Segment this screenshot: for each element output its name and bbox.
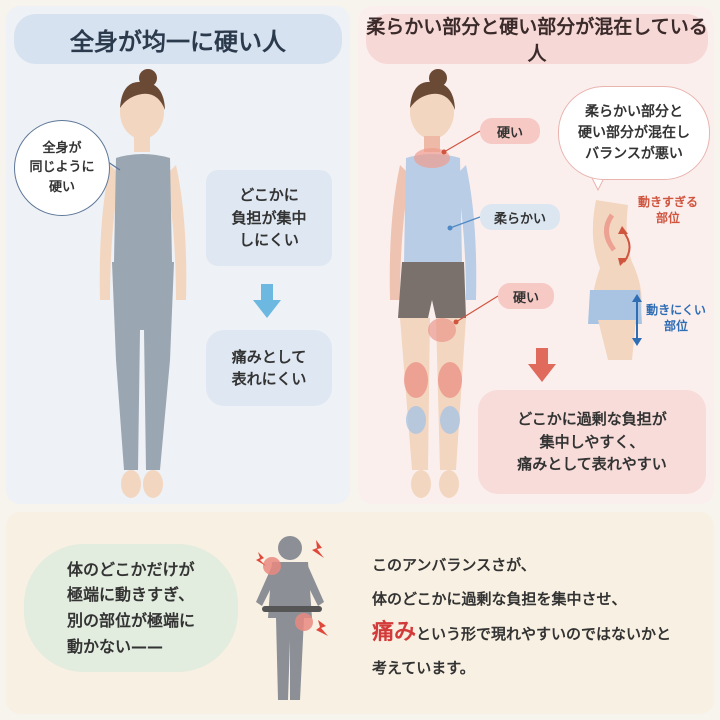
bubble-line: 動かない—— [66,636,163,656]
box-line: 痛みとして表れやすい [517,455,667,474]
undermoving-part-label: 動きにくい 部位 [640,302,712,334]
uniform-stiff-speech-bubble: 全身が 同じように 硬い [14,120,110,216]
extreme-movement-speech-bubble: 体のどこかだけが 極端に動きすぎ、 別の部位が極端に 動かない—— [24,544,238,672]
label-line: 部位 [663,319,688,334]
bubble-line: 別の部位が極端に [66,611,195,630]
pain-unlikely-box: 痛みとして 表れにくい [206,330,332,406]
pain-spark-icon [256,540,328,636]
hard-tag-lower: 硬い [498,283,554,309]
explain-line-rest: という形で現れやすいのではないかと [416,625,672,643]
label-line: 部位 [655,211,680,226]
red-down-arrow [528,348,556,382]
uniform-stiff-title: 全身が均一に硬い人 [14,14,342,64]
bubble-line: 体のどこかだけが [66,559,195,579]
right-woman [389,69,477,498]
mixed-stiffness-title: 柔らかい部分と硬い部分が混在している人 [366,14,708,65]
bubble-line: バランスが悪い [585,145,683,162]
overmoving-part-label: 動きすぎる 部位 [628,194,708,226]
silhouette [256,536,324,700]
summary-explanation: このアンバランスさが、 体のどこかに過剰な負担を集中させ、 痛みという形で現れや… [372,548,710,685]
box-line: 集中しやすく、 [539,432,645,451]
load-not-concentrated-box: どこかに 負担が集中 しにくい [206,170,332,266]
soft-tag: 柔らかい [480,204,560,230]
bubble-line: 全身が [42,140,82,156]
label-line: 動きすぎる [637,195,698,209]
bubble-line: 柔らかい部分と [585,103,683,120]
explain-line: 考えています。 [372,659,475,677]
undermove-vertical-arrow [632,294,642,346]
box-line: どこかに過剰な負担が [517,410,667,429]
explain-line: 体のどこかに過剰な負担を集中させ、 [372,590,627,608]
bubble-line: 硬い部分が混在し [578,124,690,141]
box-line: どこかに [239,186,299,205]
explain-line: 痛みという形で現れやすいのではないかと [372,616,710,651]
side-view-figure [588,200,642,360]
pain-emphasis: 痛み [372,620,417,645]
label-line: 動きにくい [646,303,706,317]
bubble-line: 同じように [29,160,95,176]
box-line: 負担が集中 [231,208,307,227]
box-line: 痛みとして [231,347,307,366]
bubble-line: 硬い [48,179,75,195]
box-line: しにくい [239,231,299,250]
left-woman [99,69,187,498]
blue-down-arrow [253,284,281,318]
bubble-line: 極端に動きすぎ、 [66,585,195,605]
overload-pain-box: どこかに過剰な負担が 集中しやすく、 痛みとして表れやすい [478,390,706,494]
imbalance-speech-bubble: 柔らかい部分と 硬い部分が混在し バランスが悪い [558,86,710,180]
hard-tag-upper: 硬い [480,118,540,144]
explain-line: このアンバランスさが、 [372,556,536,574]
box-line: 表れにくい [231,370,307,388]
overmove-curved-arrow [618,226,631,266]
